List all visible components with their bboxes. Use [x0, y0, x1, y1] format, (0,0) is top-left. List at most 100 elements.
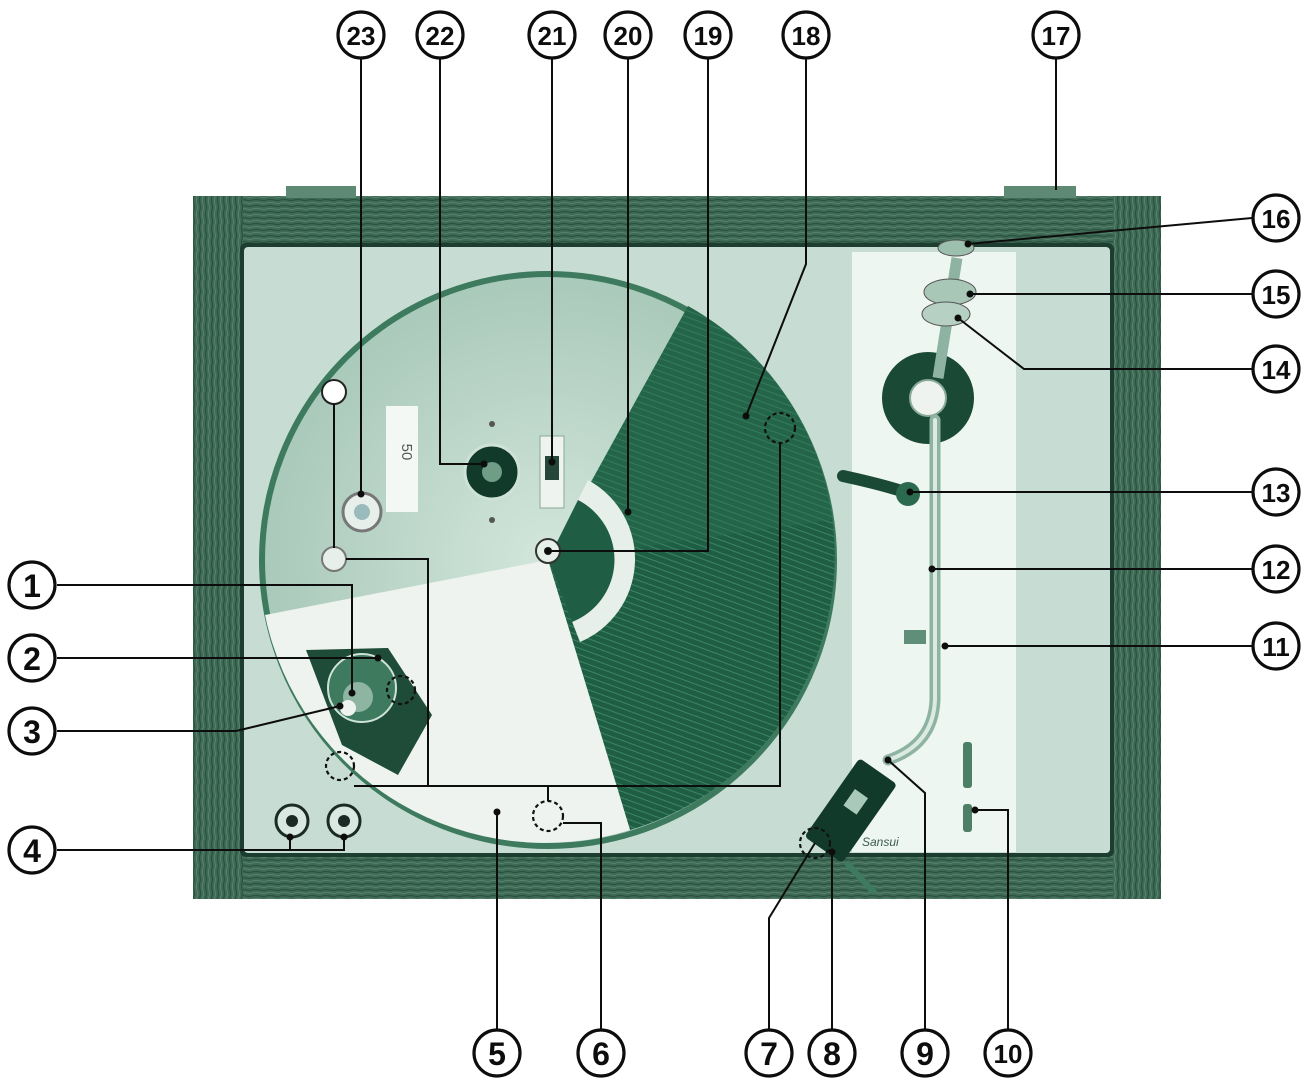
svg-text:15: 15 [1262, 280, 1291, 310]
callout-14: 14 [1251, 344, 1301, 394]
dot-4a [286, 833, 294, 841]
dot-9 [884, 756, 892, 764]
dot-16 [964, 240, 972, 248]
svg-text:23: 23 [347, 21, 376, 51]
svg-text:5: 5 [488, 1036, 506, 1072]
strobe-lamp [482, 462, 502, 482]
callout-19: 19 [683, 10, 733, 60]
strobe-screw-top [489, 421, 495, 427]
dot-21 [548, 458, 556, 466]
left-hinge [286, 186, 356, 198]
callout-8: 8 [807, 1028, 857, 1078]
callout-2: 2 [7, 633, 57, 683]
dot-12 [928, 565, 936, 573]
callout-15: 15 [1251, 269, 1301, 319]
dot-22 [480, 460, 488, 468]
svg-text:16: 16 [1262, 204, 1291, 234]
dot-2 [374, 654, 382, 662]
dot-19 [544, 547, 552, 555]
upper-pin-ring [321, 379, 347, 405]
deck-controls: 50 [274, 379, 565, 839]
leader-22 [439, 58, 484, 465]
svg-text:21: 21 [538, 21, 567, 51]
svg-text:6: 6 [592, 1036, 610, 1072]
dot-18 [742, 412, 750, 420]
svg-text:14: 14 [1262, 355, 1291, 385]
callout-23: 23 [336, 10, 386, 60]
speed-knob-center [354, 504, 370, 520]
dot-11 [941, 642, 949, 650]
svg-text:4: 4 [23, 833, 41, 869]
callout-4: 4 [7, 825, 57, 875]
callout-18: 18 [781, 10, 831, 60]
callout-7: 7 [744, 1028, 794, 1078]
svg-text:19: 19 [694, 21, 723, 51]
svg-text:2: 2 [23, 641, 41, 677]
leader-19 [548, 58, 709, 552]
leader-10 [975, 809, 1009, 1030]
leader-6 [563, 822, 602, 1030]
platter-assembly [259, 271, 837, 849]
callout-17: 17 [1031, 10, 1081, 60]
svg-text:17: 17 [1042, 21, 1071, 51]
lower-pin [321, 546, 347, 572]
idler-hub [340, 700, 356, 716]
record-label-inner [548, 500, 615, 622]
callout-11: 11 [1251, 621, 1301, 671]
leader-3 [57, 705, 341, 732]
speed-scale [386, 406, 418, 512]
svg-text:18: 18 [792, 21, 821, 51]
dot-20 [624, 508, 632, 516]
svg-text:11: 11 [1262, 632, 1290, 662]
leader-18 [745, 58, 807, 417]
marker-ring-headshell [798, 826, 832, 860]
wood-right-side [1113, 196, 1161, 899]
arm-lift-collar [904, 630, 926, 644]
dot-23 [357, 490, 365, 498]
dot-14 [954, 314, 962, 322]
callout-21: 21 [527, 10, 577, 60]
record-grooves [548, 306, 835, 830]
record-lead-in [548, 306, 833, 560]
marker-ring-corner [324, 750, 356, 782]
dot-13 [906, 488, 914, 496]
platter-mat-cutaway [265, 560, 630, 843]
callout-3: 3 [7, 706, 57, 756]
leader-dots [286, 240, 979, 856]
leader-14 [957, 317, 1252, 370]
leader-4 [57, 837, 345, 851]
leader-bracket-left [346, 558, 429, 787]
svg-text:3: 3 [23, 714, 41, 750]
svg-text:13: 13 [1262, 478, 1291, 508]
right-hinge [1004, 186, 1076, 198]
cartridge-mark [843, 789, 869, 815]
dot-8 [828, 848, 836, 856]
dot-15 [966, 290, 974, 298]
svg-text:8: 8 [823, 1036, 841, 1072]
callout-9: 9 [900, 1028, 950, 1078]
callout-12: 12 [1251, 544, 1301, 594]
leader-7 [768, 842, 816, 1030]
finger-lift [843, 860, 878, 896]
tonearm-pivot [909, 379, 947, 417]
callout-5: 5 [472, 1028, 522, 1078]
callout-10: 10 [983, 1028, 1033, 1078]
marker-ring-idler [385, 674, 417, 706]
callout-1: 1 [7, 560, 57, 610]
callout-6: 6 [576, 1028, 626, 1078]
cue-lever-upper [963, 742, 972, 788]
callout-13: 13 [1251, 467, 1301, 517]
svg-text:22: 22 [426, 21, 455, 51]
svg-text:10: 10 [994, 1039, 1023, 1069]
output-jack-right-core [338, 815, 350, 827]
svg-text:7: 7 [760, 1036, 778, 1072]
svg-text:12: 12 [1262, 555, 1291, 585]
leader-lines [57, 58, 1253, 1030]
speed-badge: 50 [398, 444, 415, 461]
leader-9 [887, 759, 926, 1030]
leader-16 [967, 217, 1253, 245]
output-jack-left-core [286, 815, 298, 827]
wood-left-side [193, 196, 243, 899]
callout-16: 16 [1251, 193, 1301, 243]
